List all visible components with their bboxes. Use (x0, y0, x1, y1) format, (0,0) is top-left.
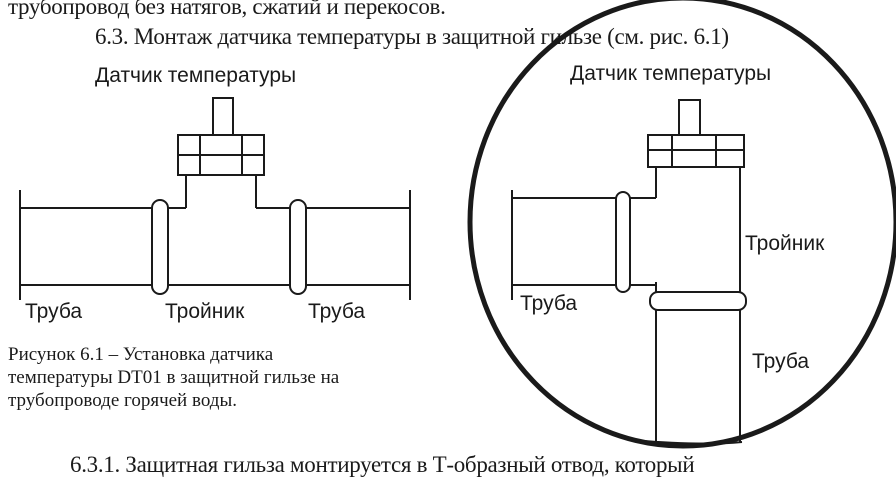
pipe-horizontal (511, 190, 656, 300)
section-heading: 6.3. Монтаж датчика температуры в защитн… (95, 24, 729, 49)
magnifier-circle (467, 0, 896, 449)
sensor-stem (212, 97, 234, 136)
figure-caption: Рисунок 6.1 – Установка датчика температ… (8, 344, 340, 411)
pipe-label: Труба (520, 292, 577, 315)
tee-body (655, 167, 741, 292)
left-diagram: Датчик температуры Труба Тройник Труба (19, 64, 411, 323)
right-diagram: Датчик температуры Тройник Труба Труба (511, 62, 825, 445)
sensor-label: Датчик температуры (570, 62, 771, 85)
sensor-label: Датчик температуры (95, 64, 296, 87)
tee-label: Тройник (165, 300, 245, 323)
pipe-label: Труба (752, 350, 809, 373)
coupling-ring (649, 291, 747, 311)
tee-branch (185, 175, 257, 208)
coupling-ring (289, 199, 307, 295)
sensor-stem (678, 99, 701, 136)
paragraph-line: трубопровод без натягов, сжатий и переко… (8, 0, 446, 19)
coupling-ring (151, 199, 169, 295)
pipe-label: Труба (25, 300, 82, 323)
pipe-label: Труба (308, 300, 365, 323)
coupling-ring (615, 191, 631, 293)
tee-label: Тройник (745, 232, 825, 255)
pipe-vertical (631, 310, 743, 445)
